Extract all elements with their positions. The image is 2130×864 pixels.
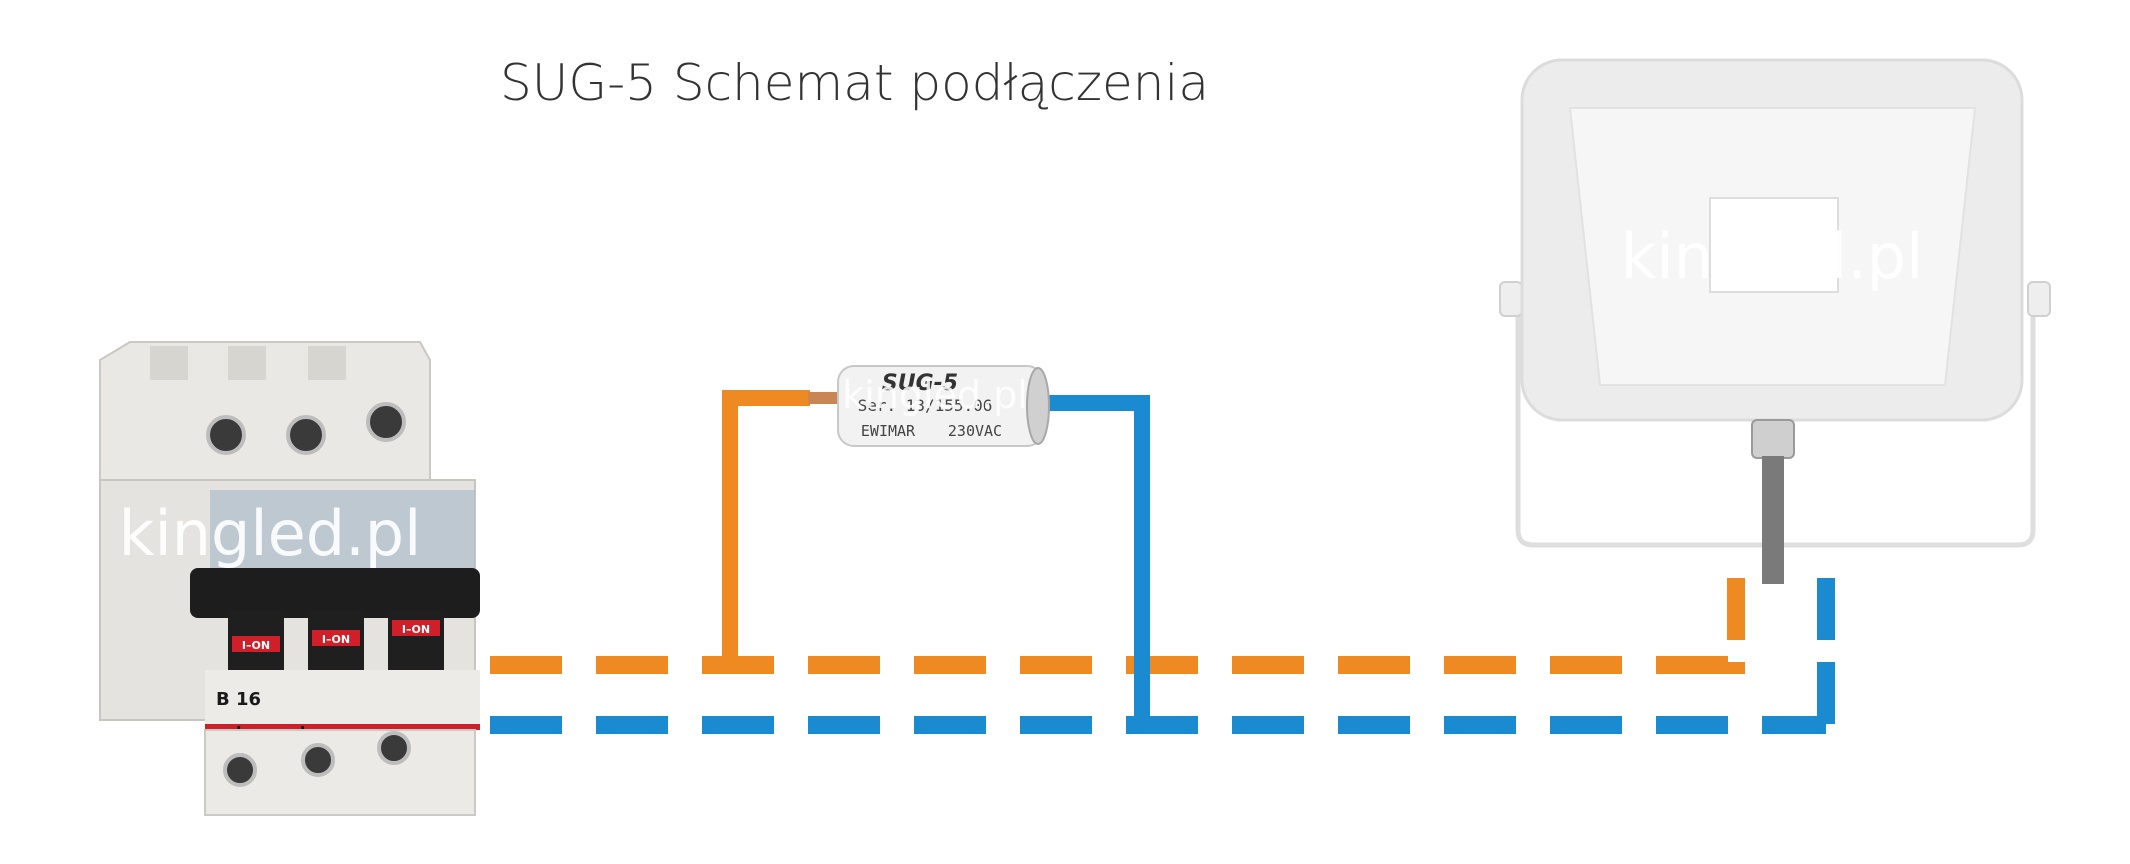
switch-label-2: I–ON [322,633,350,646]
terminal-screw-top-3 [366,402,406,442]
breaker-watermark: kingled.pl [119,497,422,570]
neutral-branch-from-module [1030,395,1150,725]
lamp-cable [1762,456,1784,584]
breaker-lower-body [205,670,480,730]
cable-gland [1751,419,1795,459]
module-serial: Ser. 13/155.06 [858,396,993,415]
led-floodlight: kingled.pl [1499,58,2051,584]
lamp-led-chip [1709,197,1839,293]
diagram-title: SUG-5 Schemat podłączenia [500,54,1209,112]
breaker-top-ridge-1 [150,346,188,380]
module-watermark: kingled.pl [842,373,1028,417]
breaker-toggle-3 [388,610,444,670]
breaker-top-ridge-2 [228,346,266,380]
terminal-screw-top-2 [286,415,326,455]
breaker-window [210,490,475,570]
module-model: SUG-5 [882,371,958,396]
switch-label-bg-2 [312,630,360,646]
terminal-screw-bottom-1 [223,753,257,787]
circuit-breaker: I–ON I–ON I–ON B 16 legrand kingled.pl [99,341,480,816]
terminal-screw-bottom-3 [377,731,411,765]
switch-label-bg-1 [232,636,280,652]
switch-label-bg-3 [392,620,440,636]
breaker-red-strip [205,724,480,730]
lamp-watermark: kingled.pl [1621,220,1924,293]
bracket-knob-left [1499,281,1523,317]
module-voltage: 230VAC [948,422,1002,440]
terminal-screw-bottom-2 [301,743,335,777]
module-maker: EWIMAR [861,422,916,440]
breaker-rating: B 16 [216,689,261,710]
module-end-cap [1026,367,1050,445]
live-branch-to-module [722,390,810,665]
switch-label-1: I–ON [242,639,270,652]
terminal-screw-top-1 [206,415,246,455]
breaker-top-ridge-3 [308,346,346,380]
breaker-toggle-rail [190,568,480,618]
switch-label-3: I–ON [402,623,430,636]
bracket-knob-right [2027,281,2051,317]
sug5-module: SUG-5 Ser. 13/155.06 EWIMAR 230VAC kingl… [837,365,1050,447]
